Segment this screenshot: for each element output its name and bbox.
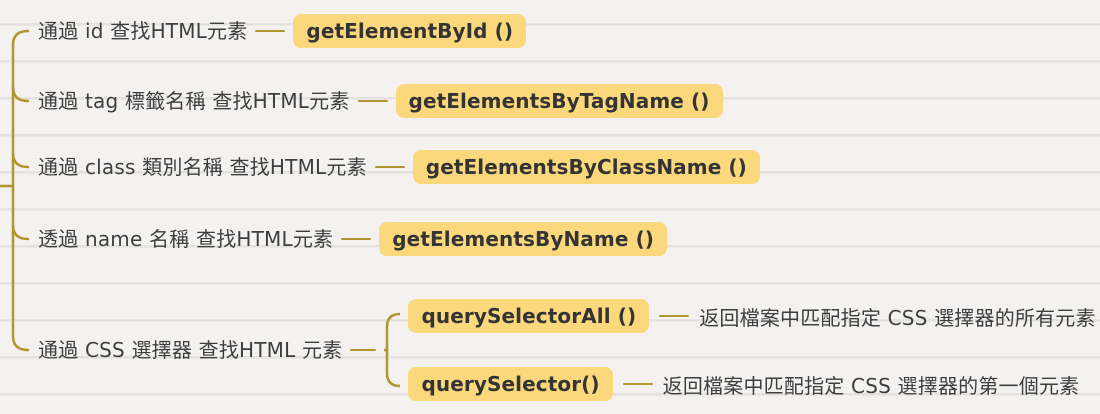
branch-label-name[interactable]: 透過 name 名稱 查找HTML元素	[38, 227, 334, 251]
connector-line	[659, 314, 690, 318]
connector-line	[341, 237, 372, 241]
sub-row-queryselector: querySelector() 返回檔案中匹配指定 CSS 選擇器的第一個元素	[408, 367, 1095, 401]
method-node-queryselectorall[interactable]: querySelectorAll ()	[408, 299, 650, 333]
branch-label-tag[interactable]: 通過 tag 標籤名稱 查找HTML元素	[38, 89, 350, 113]
sub-row-queryselectorall: querySelectorAll () 返回檔案中匹配指定 CSS 選擇器的所有…	[408, 299, 1096, 333]
connector-line	[357, 99, 388, 103]
branch-label-id[interactable]: 通過 id 查找HTML元素	[38, 19, 248, 43]
connector-line	[622, 382, 653, 386]
method-node-queryselector[interactable]: querySelector()	[408, 367, 613, 401]
branch-row-id: 通過 id 查找HTML元素 getElementById ()	[38, 14, 527, 48]
connector-line	[374, 165, 405, 169]
method-description-queryselectorall[interactable]: 返回檔案中匹配指定 CSS 選擇器的所有元素	[699, 305, 1096, 330]
branch-row-css-selector: 通過 CSS 選擇器 查找HTML 元素 querySelectorAll ()…	[38, 297, 1096, 403]
branch-row-tag: 通過 tag 標籤名稱 查找HTML元素 getElementsByTagNam…	[38, 84, 723, 118]
branch-label-css-selector[interactable]: 通過 CSS 選擇器 查找HTML 元素	[38, 338, 343, 362]
connector-line	[255, 29, 286, 33]
branch-row-name: 透過 name 名稱 查找HTML元素 getElementsByName ()	[38, 222, 668, 256]
main-brace-connector	[0, 29, 30, 352]
method-node-getelementsbytagname[interactable]: getElementsByTagName ()	[395, 84, 723, 118]
branch-label-class[interactable]: 通過 class 類別名稱 查找HTML元素	[38, 155, 367, 179]
sub-brace-connector	[384, 312, 401, 388]
connector-line	[350, 348, 377, 352]
branch-row-class: 通過 class 類別名稱 查找HTML元素 getElementsByClas…	[38, 150, 760, 184]
method-node-getelementbyid[interactable]: getElementById ()	[293, 14, 527, 48]
css-selector-children: querySelectorAll () 返回檔案中匹配指定 CSS 選擇器的所有…	[408, 299, 1096, 401]
method-node-getelementsbyclassname[interactable]: getElementsByClassName ()	[412, 150, 760, 184]
method-description-queryselector[interactable]: 返回檔案中匹配指定 CSS 選擇器的第一個元素	[662, 373, 1080, 398]
method-node-getelementsbyname[interactable]: getElementsByName ()	[379, 222, 668, 256]
